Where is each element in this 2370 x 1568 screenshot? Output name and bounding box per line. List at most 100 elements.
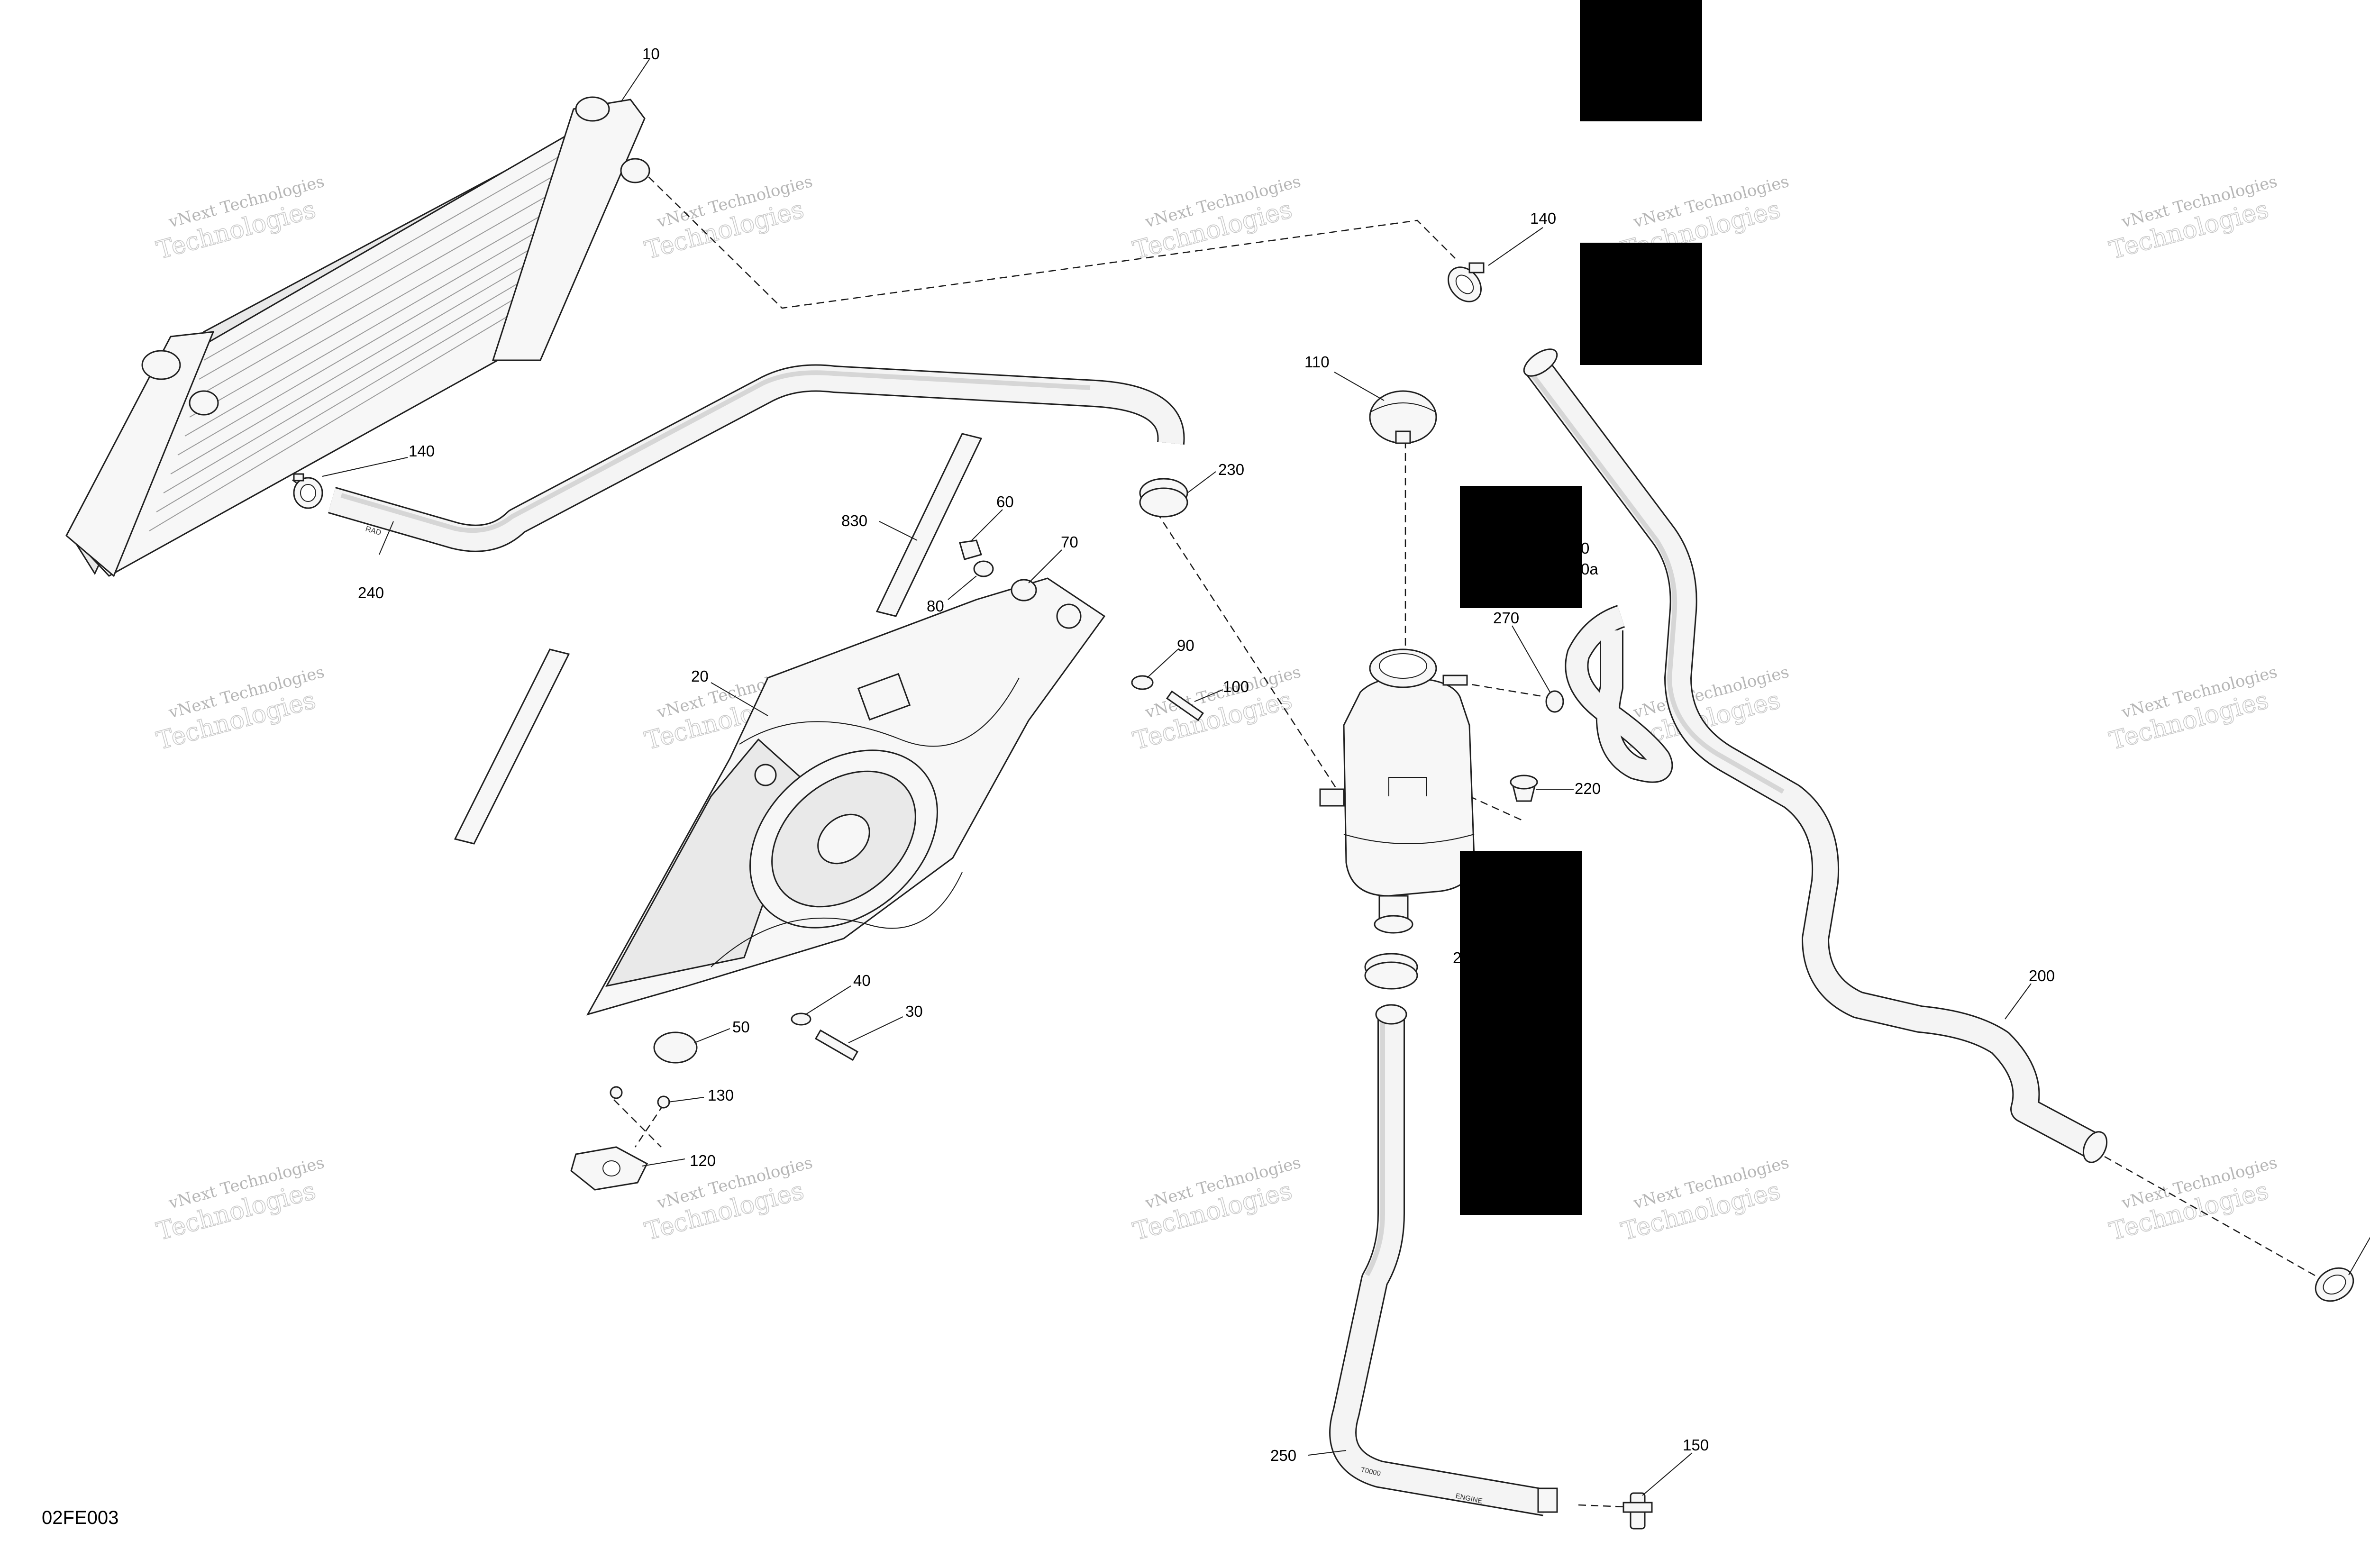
callout-140-top: 140 — [1530, 210, 1556, 227]
radiator-outlet — [189, 390, 219, 416]
fan-wiring — [739, 677, 1020, 747]
nut-60 — [959, 539, 982, 560]
callout-50: 50 — [732, 1018, 750, 1036]
callout-270: 270 — [1493, 609, 1519, 627]
dashed-line-clamp-160 — [2104, 1156, 2323, 1281]
leader-80 — [948, 575, 977, 600]
clamp-160 — [2315, 1267, 2354, 1302]
watermark: vNext Technologies Technologies — [2106, 663, 2279, 756]
callout-150: 150 — [1683, 1436, 1709, 1454]
reservoir-seam — [1343, 834, 1475, 844]
fan-wiring-lower — [711, 872, 963, 967]
leader-120 — [642, 1158, 685, 1167]
watermark: vNext Technologies Technologies — [641, 172, 814, 265]
leader-70 — [1028, 549, 1062, 583]
callout-60: 60 — [996, 493, 1014, 511]
callout-120: 120 — [690, 1152, 716, 1169]
dashed-line-fastener-220 — [1469, 795, 1522, 821]
hose-200-end-lower — [2082, 1131, 2108, 1163]
hose-240-leader — [379, 521, 394, 555]
leader-lines — [322, 59, 2370, 1496]
leader-40 — [805, 985, 851, 1015]
watermark: vNext Technologies Technologies — [1130, 663, 1303, 756]
fan-hub — [817, 813, 870, 865]
washer-130 — [657, 1095, 670, 1109]
redaction-blocks — [1460, 0, 1702, 1215]
fitting-270 — [1545, 690, 1564, 713]
fan-mount-hole — [1056, 603, 1082, 629]
callout-30: 30 — [905, 1003, 923, 1020]
leader-100 — [1194, 689, 1223, 702]
reservoir-vent-nipple — [1442, 675, 1468, 686]
fan-connector — [857, 673, 911, 721]
nut-left — [610, 1086, 623, 1099]
leader-160 — [2348, 1237, 2370, 1276]
dashed-line-radiator-to-clamp — [639, 168, 1456, 309]
hose-200 — [1523, 348, 2108, 1163]
watermark: vNext Technologies Technologies — [641, 1153, 814, 1247]
callout-230: 230 — [1218, 461, 1244, 478]
leader-230 — [1187, 471, 1216, 493]
callout-130: 130 — [708, 1086, 734, 1104]
watermark: vNext Technologies Technologies — [1130, 172, 1303, 265]
leader-50 — [694, 1028, 730, 1043]
leader-250 — [1308, 1450, 1347, 1456]
hose-250-fitting — [1537, 1487, 1558, 1513]
coolant-reservoir — [1319, 648, 1475, 934]
washer-90 — [1131, 675, 1154, 690]
leader-60 — [971, 509, 1003, 541]
clamp-140-top — [1448, 262, 1485, 302]
watermark: vNext Technologies Technologies — [153, 172, 326, 265]
leader-90 — [1147, 649, 1178, 678]
assembly-lines — [194, 168, 2323, 1508]
foam-strip-830 — [875, 433, 983, 617]
washer-80 — [973, 560, 994, 577]
clamp-150 — [1623, 1492, 1653, 1530]
leader-200 — [2005, 983, 2032, 1020]
watermark: vNext Technologies Technologies — [2106, 172, 2279, 265]
leader-30 — [848, 1016, 903, 1043]
hose-250-top-end — [1375, 1004, 1407, 1025]
dashed-line-nut — [613, 1099, 662, 1148]
pressure-cap-110 — [1369, 390, 1437, 444]
screw-100 — [1166, 690, 1204, 721]
clamp-230 — [1139, 478, 1188, 518]
redaction-block — [1580, 243, 1702, 365]
foam-strip-left — [454, 648, 570, 845]
overflow-hose — [1565, 605, 1673, 783]
radiator-top-fitting — [620, 158, 650, 183]
callout-200: 200 — [2029, 967, 2055, 985]
reservoir-side-port — [1319, 788, 1345, 807]
callout-220: 220 — [1575, 780, 1601, 797]
leader-20 — [711, 682, 768, 716]
dashed-line-washer — [634, 1104, 665, 1148]
fan-shroud-assembly — [586, 577, 1106, 1016]
callout-20: 20 — [691, 667, 709, 685]
reservoir-level-mark — [1388, 777, 1427, 796]
callout-80: 80 — [927, 597, 944, 615]
redaction-block — [1460, 486, 1582, 608]
callout-partial-a: 0a — [1581, 560, 1598, 578]
callout-250: 250 — [1270, 1447, 1296, 1464]
washer-40 — [791, 1012, 811, 1026]
radiator — [65, 96, 650, 577]
leader-830 — [879, 521, 918, 541]
leader-110 — [1334, 372, 1385, 401]
watermark: vNext Technologies Technologies — [1130, 1153, 1303, 1247]
watermark: vNext Technologies Technologies — [153, 663, 326, 756]
reservoir-body — [1343, 677, 1475, 897]
clamp-lower-reservoir — [1364, 953, 1418, 990]
leader-270 — [1512, 625, 1550, 693]
part-callouts: 10 140 140 110 230 830 60 70 80 20 90 10… — [358, 45, 2055, 1464]
callout-240: 240 — [358, 584, 384, 602]
watermark: vNext Technologies Technologies — [1618, 1153, 1791, 1247]
leader-150 — [1642, 1452, 1693, 1496]
callout-140-left: 140 — [409, 442, 435, 460]
callout-110: 110 — [1304, 353, 1330, 371]
watermark: vNext Technologies Technologies — [153, 1153, 326, 1247]
leader-130 — [668, 1097, 704, 1103]
leader-10 — [620, 59, 650, 102]
radiator-left-tank — [65, 331, 215, 577]
radiator-inlet — [141, 350, 181, 380]
